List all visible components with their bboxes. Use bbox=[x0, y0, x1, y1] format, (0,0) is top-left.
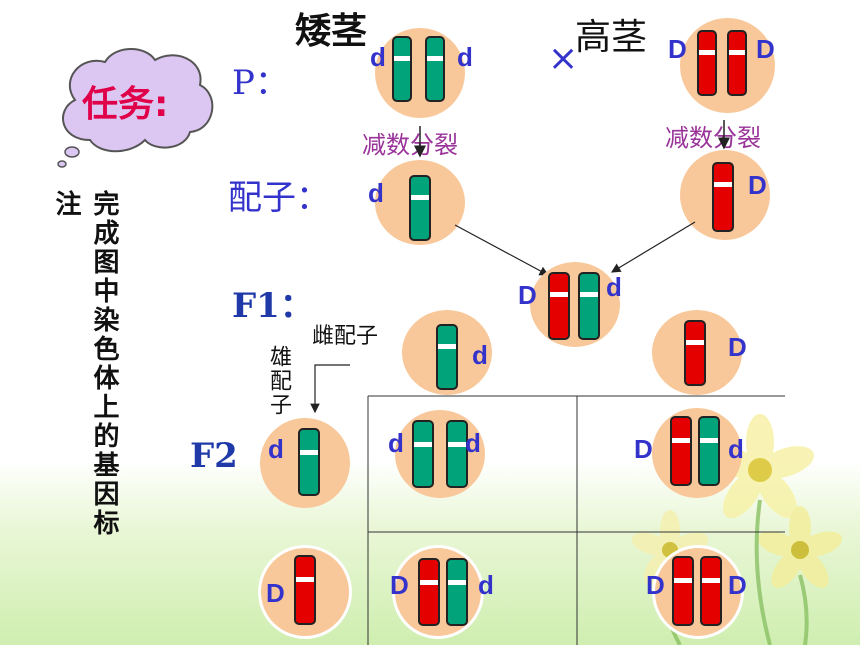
parent-dwarf-circle bbox=[375, 28, 465, 118]
male-gamete-label: 雄配子 bbox=[266, 345, 291, 417]
allele-label: d bbox=[472, 340, 488, 370]
f2-dd-circle bbox=[395, 410, 485, 498]
row-label-gamete: 配子： bbox=[228, 178, 330, 218]
meiosis-label-right: 减数分裂 bbox=[665, 124, 761, 152]
allele-label: d bbox=[465, 428, 481, 458]
chromosome-recessive bbox=[436, 324, 458, 390]
chromosome-dominant bbox=[700, 556, 722, 626]
allele-label: D bbox=[634, 434, 653, 464]
row-label-f1: F1： bbox=[232, 286, 314, 326]
chromosome-dominant bbox=[294, 555, 316, 625]
dwarf-title: 矮茎 bbox=[295, 11, 368, 52]
allele-label: D bbox=[390, 570, 409, 600]
chromosome-dominant bbox=[684, 320, 706, 386]
chromosome-dominant bbox=[672, 556, 694, 626]
allele-label: d bbox=[268, 434, 284, 464]
chromosome-recessive bbox=[298, 428, 320, 496]
task-label: 任务: bbox=[82, 84, 169, 125]
row-label-p: P： bbox=[232, 63, 289, 103]
allele-label: D bbox=[668, 34, 687, 64]
row-label-f2: F2 bbox=[190, 436, 238, 476]
allele-label: d bbox=[370, 42, 386, 72]
allele-label: d bbox=[728, 434, 744, 464]
allele-label: D bbox=[518, 280, 537, 310]
chromosome-dominant bbox=[548, 272, 570, 340]
f1-circle bbox=[530, 262, 620, 347]
note-text: 完成图中染色体上的基因标 bbox=[89, 190, 119, 538]
chromosome-dominant bbox=[697, 30, 717, 96]
tall-title: 高茎 bbox=[575, 17, 648, 58]
note-label: 注 bbox=[51, 190, 81, 219]
allele-label: d bbox=[368, 178, 384, 208]
chromosome-dominant bbox=[418, 558, 440, 626]
chromosome-recessive bbox=[446, 420, 468, 488]
allele-label: D bbox=[728, 570, 747, 600]
allele-label: D bbox=[748, 170, 767, 200]
f2-DD-circle bbox=[652, 545, 744, 639]
chromosome-recessive bbox=[698, 416, 720, 486]
allele-label: D bbox=[728, 332, 747, 362]
meiosis-label-left: 减数分裂 bbox=[362, 131, 458, 159]
chromosome-dominant bbox=[712, 162, 734, 232]
allele-label: d bbox=[606, 272, 622, 302]
allele-label: d bbox=[388, 428, 404, 458]
chromosome-recessive bbox=[409, 175, 431, 241]
allele-label: D bbox=[756, 34, 775, 64]
chromosome-dominant bbox=[670, 416, 692, 486]
chromosome-dominant bbox=[727, 30, 747, 96]
task-cloud-shape bbox=[57, 48, 214, 168]
cross-symbol: × bbox=[548, 38, 579, 79]
chromosome-recessive bbox=[425, 36, 445, 102]
f2-Dd-circle bbox=[652, 408, 742, 498]
allele-label: d bbox=[457, 42, 473, 72]
chromosome-recessive bbox=[412, 420, 434, 488]
chromosome-recessive bbox=[578, 272, 600, 340]
chromosome-recessive bbox=[446, 558, 468, 626]
chromosome-recessive bbox=[392, 36, 412, 102]
allele-label: D bbox=[266, 578, 285, 608]
allele-label: D bbox=[646, 570, 665, 600]
female-gamete-label: 雌配子 bbox=[312, 324, 379, 349]
allele-label: d bbox=[478, 570, 494, 600]
